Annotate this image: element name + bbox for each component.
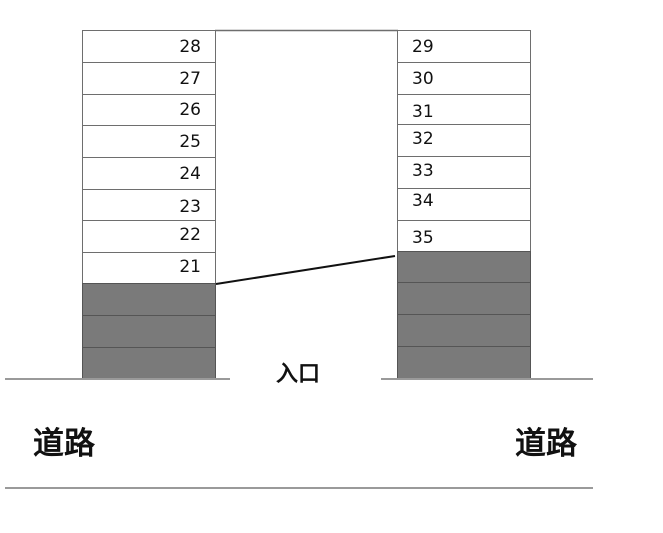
grey-floor xyxy=(397,346,531,380)
diagonal-connector-line xyxy=(215,255,396,285)
grey-floor xyxy=(397,314,531,347)
unit-24: 24 xyxy=(82,157,216,190)
unit-number: 28 xyxy=(179,36,201,57)
unit-number: 34 xyxy=(412,191,434,212)
unit-number: 32 xyxy=(412,128,434,149)
unit-number: 27 xyxy=(179,68,201,89)
unit-22: 22 xyxy=(82,220,216,253)
ground-line-left xyxy=(5,378,230,380)
road-label-right: 道路 xyxy=(515,426,577,462)
unit-number: 26 xyxy=(179,100,201,120)
grey-floor xyxy=(397,282,531,315)
unit-28: 28 xyxy=(82,30,216,63)
grey-floor xyxy=(397,251,531,283)
ground-line-right xyxy=(381,378,593,380)
unit-number: 30 xyxy=(412,68,434,89)
unit-number: 21 xyxy=(179,256,201,277)
unit-26: 26 xyxy=(82,94,216,126)
unit-number: 33 xyxy=(412,160,434,181)
unit-35: 35 xyxy=(397,220,531,252)
unit-number: 31 xyxy=(412,101,434,122)
unit-number: 25 xyxy=(179,131,201,152)
unit-number: 35 xyxy=(412,227,434,248)
unit-number: 22 xyxy=(179,224,201,245)
entrance-label: 入口 xyxy=(276,362,321,387)
unit-number: 24 xyxy=(179,163,201,184)
road-label-left: 道路 xyxy=(33,426,95,462)
road-bottom-line xyxy=(5,487,593,489)
unit-23: 23 xyxy=(82,189,216,221)
unit-number: 23 xyxy=(179,197,201,218)
unit-number: 29 xyxy=(412,36,434,57)
unit-30: 30 xyxy=(397,62,531,95)
